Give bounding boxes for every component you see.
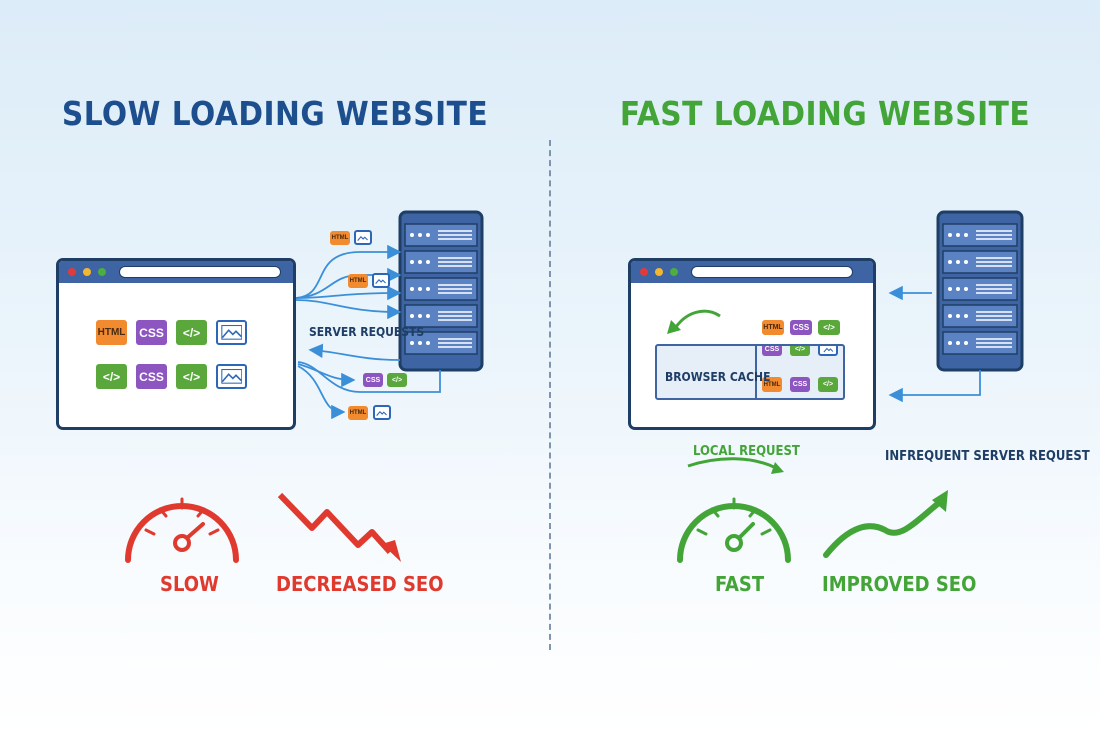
server-requests-label: SERVER REQUESTS bbox=[309, 325, 425, 339]
css-file-tile: CSS bbox=[762, 346, 782, 356]
code-file-chip: </> bbox=[387, 373, 407, 387]
html-file-chip: HTML bbox=[330, 231, 350, 245]
html-file-tile: HTML bbox=[96, 320, 127, 345]
cache-arrow-icon bbox=[672, 309, 721, 331]
code-file-tile: </> bbox=[790, 346, 810, 356]
html-file-chip: HTML bbox=[348, 274, 368, 288]
code-file-tile: </> bbox=[176, 320, 207, 345]
image-file-icon bbox=[216, 320, 247, 345]
panel-divider bbox=[549, 140, 551, 650]
html-file-chip: HTML bbox=[348, 406, 368, 420]
html-file-tile: HTML bbox=[762, 377, 782, 392]
minimize-dot-icon bbox=[655, 268, 663, 276]
decreased-seo-label: DECREASED SEO bbox=[276, 572, 444, 596]
browser-cache-box: CSS </> HTML CSS </> bbox=[655, 344, 845, 400]
code-file-tile: </> bbox=[818, 320, 840, 335]
local-request-arrow-icon bbox=[687, 457, 777, 470]
browser-title-bar bbox=[59, 261, 293, 283]
browser-cache-label: BROWSER CACHE bbox=[665, 370, 771, 384]
address-bar bbox=[119, 266, 281, 278]
css-file-chip: CSS bbox=[363, 373, 383, 387]
browser-title-bar bbox=[631, 261, 873, 283]
code-file-tile: </> bbox=[96, 364, 127, 389]
local-request-label: LOCAL REQUEST bbox=[693, 444, 800, 459]
css-file-tile: CSS bbox=[136, 364, 167, 389]
improved-seo-label: IMPROVED SEO bbox=[822, 572, 977, 596]
slow-website-title: SLOW LOADING WEBSITE bbox=[61, 94, 489, 133]
server-rack-icon bbox=[398, 210, 484, 372]
infrequent-server-request-label: INFREQUENT SERVER REQUEST bbox=[885, 449, 1090, 464]
image-file-icon bbox=[354, 230, 372, 245]
slow-speed-label: SLOW bbox=[160, 572, 219, 596]
code-file-tile: </> bbox=[176, 364, 207, 389]
trend-down-icon bbox=[277, 492, 401, 562]
image-file-icon bbox=[216, 364, 247, 389]
css-file-tile: CSS bbox=[136, 320, 167, 345]
image-file-icon bbox=[372, 273, 390, 288]
fast-website-title: FAST LOADING WEBSITE bbox=[619, 94, 1031, 133]
address-bar bbox=[691, 266, 853, 278]
server-rack-icon bbox=[936, 210, 1024, 372]
maximize-dot-icon bbox=[670, 268, 678, 276]
close-dot-icon bbox=[68, 268, 76, 276]
close-dot-icon bbox=[640, 268, 648, 276]
fast-speed-label: FAST bbox=[715, 572, 765, 596]
speedometer-slow-icon bbox=[125, 497, 239, 563]
trend-up-icon bbox=[823, 490, 948, 558]
response-arrows bbox=[297, 343, 441, 420]
css-file-tile: CSS bbox=[790, 377, 810, 392]
image-file-icon bbox=[818, 346, 838, 356]
code-file-tile: </> bbox=[818, 377, 838, 392]
slow-browser-window: HTML CSS </> </> CSS </> bbox=[56, 258, 296, 430]
infrequent-request-arrows bbox=[888, 285, 981, 403]
maximize-dot-icon bbox=[98, 268, 106, 276]
image-file-icon bbox=[373, 405, 391, 420]
minimize-dot-icon bbox=[83, 268, 91, 276]
html-file-tile: HTML bbox=[762, 320, 784, 335]
speedometer-fast-icon bbox=[677, 497, 791, 563]
css-file-tile: CSS bbox=[790, 320, 812, 335]
